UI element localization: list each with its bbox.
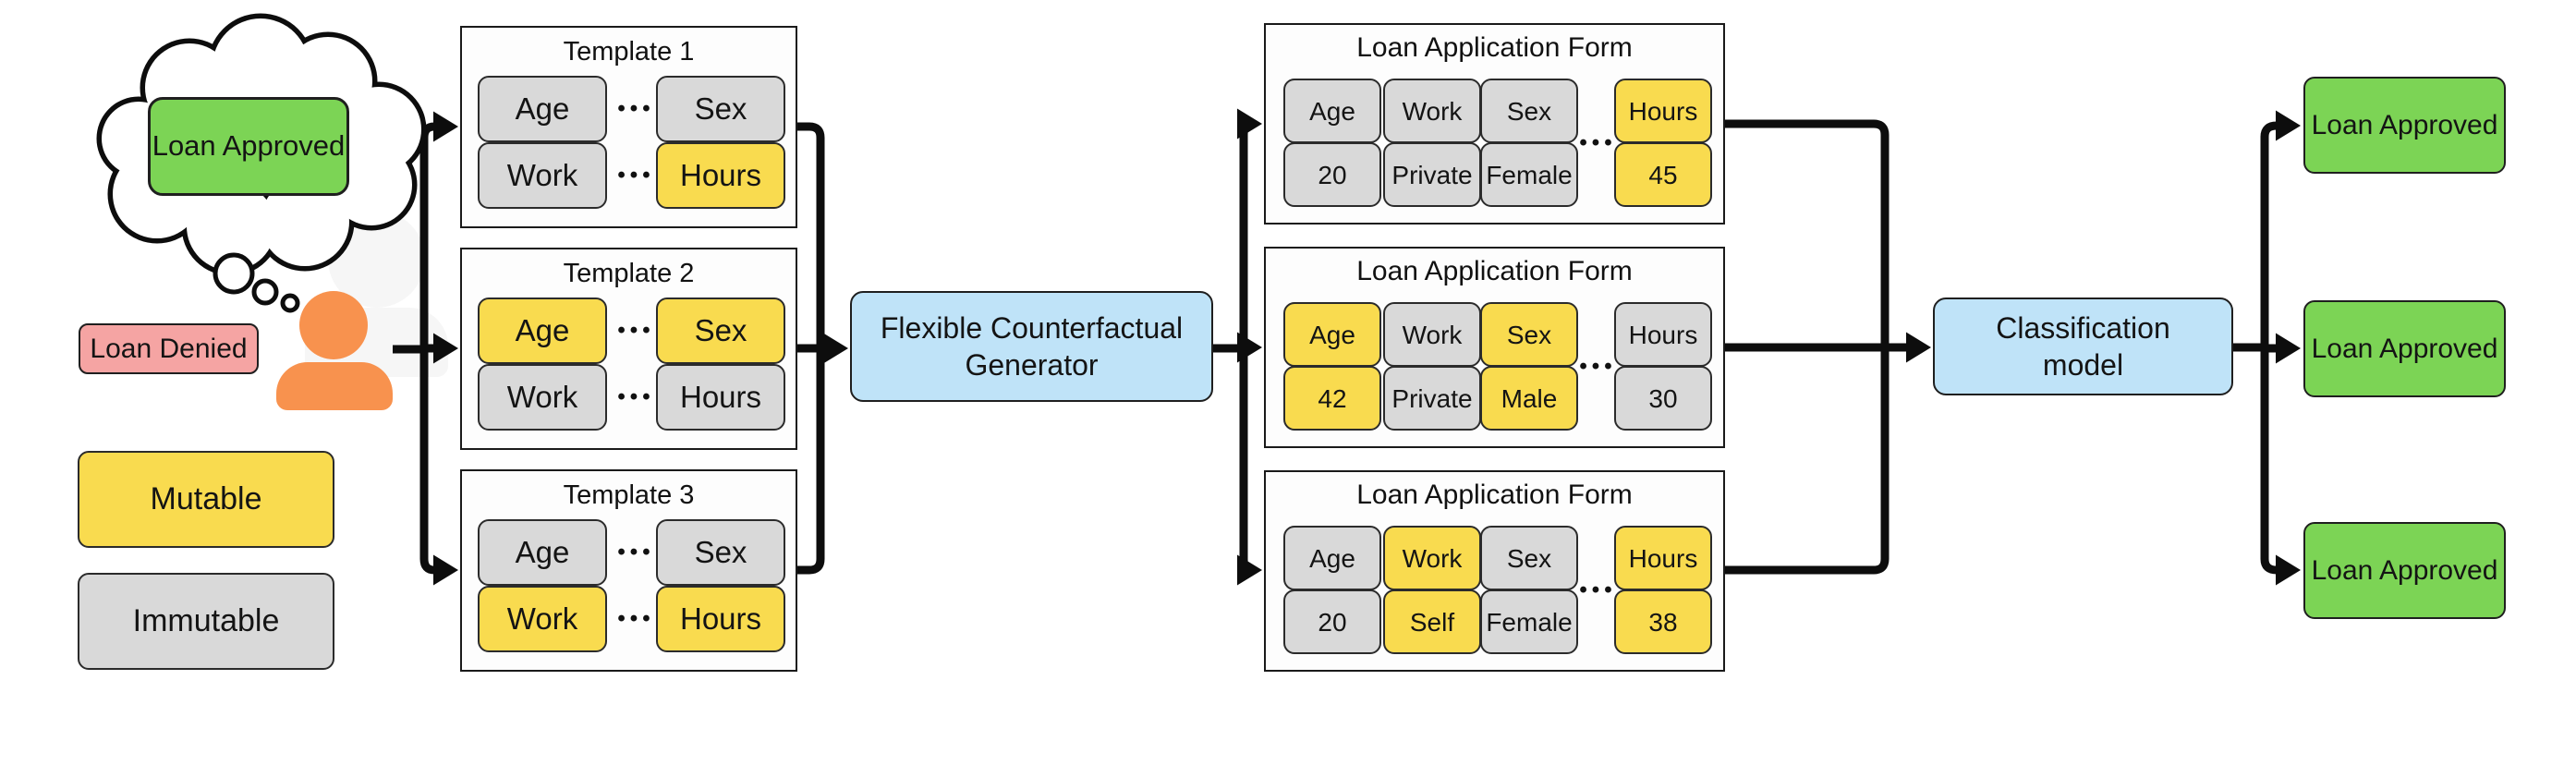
template-field-hours: Hours [656, 364, 785, 431]
counterfactual-generator-box: Flexible Counterfactual Generator [850, 291, 1213, 402]
connector-template-merge [796, 122, 825, 575]
ellipsis: ••• [1579, 130, 1617, 155]
ellipsis: ••• [617, 384, 655, 409]
form-value-sex: Male [1480, 366, 1578, 431]
arrowhead-output-1 [2276, 110, 2301, 141]
form-value-age: 42 [1283, 366, 1381, 431]
legend-immutable: Immutable [78, 573, 334, 670]
arrowhead-template-3 [433, 554, 458, 586]
ellipsis: ••• [617, 318, 655, 343]
output-loan-approved-3: Loan Approved [2303, 522, 2506, 619]
arrowhead-form-2 [1237, 332, 1262, 363]
legend-mutable: Mutable [78, 451, 334, 548]
ellipsis: ••• [1579, 354, 1617, 379]
template-field-age: Age [478, 298, 607, 364]
thought-trail-bubble-small [280, 293, 300, 313]
ellipsis: ••• [617, 606, 655, 631]
template-box-2: Template 2 Age ••• Sex Work ••• Hours [460, 248, 797, 450]
thought-trail-bubble-large [213, 252, 255, 295]
form-title: Loan Application Form [1356, 480, 1633, 510]
thought-outcome-box: Loan Approved [148, 97, 349, 196]
loan-application-form-1: Loan Application Form Age Work Sex ••• H… [1264, 23, 1725, 225]
classification-model-box: Classification model [1933, 298, 2233, 395]
arrowhead-generator [823, 333, 848, 364]
form-value-sex: Female [1480, 589, 1578, 654]
person-icon-body [276, 362, 393, 410]
form-value-age: 20 [1283, 142, 1381, 207]
template-field-hours: Hours [656, 142, 785, 209]
person-icon-head [299, 291, 368, 359]
form-value-work: Private [1383, 142, 1481, 207]
thought-trail-bubble-medium [251, 278, 279, 306]
form-value-hours: 45 [1614, 142, 1712, 207]
template-field-work: Work [478, 142, 607, 209]
template-field-sex: Sex [656, 76, 785, 142]
form-header-work: Work [1383, 79, 1481, 143]
form-value-age: 20 [1283, 589, 1381, 654]
form-value-sex: Female [1480, 142, 1578, 207]
loan-application-form-2: Loan Application Form Age Work Sex ••• H… [1264, 247, 1725, 448]
arrowhead-classifier [1906, 332, 1931, 363]
connector-form1-out [1725, 119, 1889, 347]
form-header-hours: Hours [1614, 526, 1712, 590]
form-value-hours: 38 [1614, 589, 1712, 654]
form-title: Loan Application Form [1356, 256, 1633, 286]
form-header-age: Age [1283, 79, 1381, 143]
loan-denied-box: Loan Denied [79, 323, 259, 374]
ellipsis: ••• [617, 163, 655, 188]
form-value-work: Private [1383, 366, 1481, 431]
form-header-age: Age [1283, 526, 1381, 590]
form-header-hours: Hours [1614, 302, 1712, 367]
form-title: Loan Application Form [1356, 32, 1633, 63]
form-header-work: Work [1383, 526, 1481, 590]
template-box-1: Template 1 Age ••• Sex Work ••• Hours [460, 26, 797, 228]
arrowhead-template-1 [433, 111, 458, 142]
arrowhead-form-3 [1237, 554, 1262, 586]
form-header-work: Work [1383, 302, 1481, 367]
ellipsis: ••• [617, 96, 655, 121]
connector-output-branch [2260, 121, 2278, 575]
form-value-work: Self [1383, 589, 1481, 654]
arrowhead-output-2 [2276, 333, 2301, 364]
template-field-sex: Sex [656, 298, 785, 364]
connector-form3-out [1725, 347, 1889, 575]
form-header-sex: Sex [1480, 79, 1578, 143]
template-field-age: Age [478, 76, 607, 142]
arrowhead-form-1 [1237, 108, 1262, 140]
ellipsis: ••• [1579, 577, 1617, 602]
arrowhead-output-3 [2276, 554, 2301, 586]
form-header-age: Age [1283, 302, 1381, 367]
output-loan-approved-1: Loan Approved [2303, 77, 2506, 174]
template-title: Template 3 [563, 480, 695, 510]
template-title: Template 2 [563, 259, 695, 288]
output-loan-approved-2: Loan Approved [2303, 300, 2506, 397]
form-header-sex: Sex [1480, 526, 1578, 590]
template-box-3: Template 3 Age ••• Sex Work ••• Hours [460, 469, 797, 672]
form-header-hours: Hours [1614, 79, 1712, 143]
ellipsis: ••• [617, 540, 655, 565]
template-field-hours: Hours [656, 586, 785, 652]
form-value-hours: 30 [1614, 366, 1712, 431]
loan-application-form-3: Loan Application Form Age Work Sex ••• H… [1264, 470, 1725, 672]
template-field-age: Age [478, 519, 607, 586]
connector-form-branch [1239, 119, 1250, 575]
template-field-sex: Sex [656, 519, 785, 586]
template-title: Template 1 [563, 37, 695, 67]
template-field-work: Work [478, 364, 607, 431]
form-header-sex: Sex [1480, 302, 1578, 367]
template-field-work: Work [478, 586, 607, 652]
